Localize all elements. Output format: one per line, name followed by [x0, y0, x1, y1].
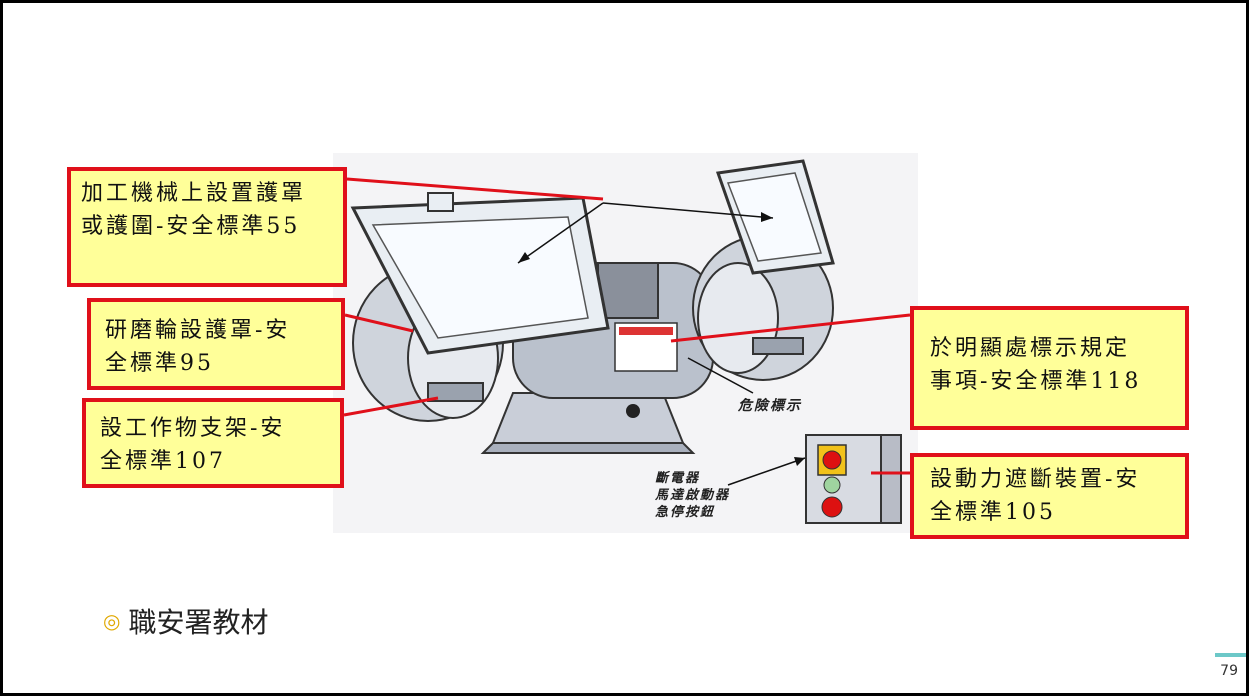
- left-shield-bracket: [427, 192, 454, 212]
- callout-power-cutoff-line-2: 全標準105: [930, 500, 1056, 525]
- callout-power-cutoff: 設動力遮斷裝置-安 全標準105: [910, 453, 1189, 539]
- callout-wheel-cover: 研磨輪設護罩-安 全標準95: [87, 298, 345, 390]
- right-wheel: [697, 262, 779, 374]
- switch-leader-arrowhead: [794, 457, 805, 466]
- right-work-rest: [752, 337, 804, 355]
- callout-guard: 加工機械上設置護罩 或護圍-安全標準55: [67, 167, 347, 287]
- callout-label-notice-line-1: 於明顯處標示規定: [930, 336, 1131, 361]
- source-text: 職安署教材: [128, 606, 269, 639]
- source-bullet: ◎ 職安署教材: [103, 601, 268, 641]
- callout-power-cutoff-line-1: 設動力遮斷裝置-安: [930, 467, 1141, 492]
- emergency-stop-label: 急停按鈕: [655, 505, 716, 520]
- switch-box-side: [880, 434, 902, 524]
- arrowhead-right-shield: [761, 212, 773, 222]
- danger-sign-label: 危險標示: [738, 398, 802, 414]
- left-shield-glass: [371, 216, 589, 339]
- motor-top: [597, 262, 659, 319]
- callout-label-notice: 於明顯處標示規定 事項-安全標準118: [910, 306, 1189, 430]
- grinder-base-foot: [480, 442, 696, 454]
- arrow-left-shield: [517, 202, 604, 264]
- right-shield-glass: [726, 172, 822, 262]
- callout-work-rest: 設工作物支架-安 全標準107: [82, 398, 344, 488]
- grinder-base: [491, 392, 685, 444]
- arrowhead-left-shield: [518, 252, 530, 263]
- callout-wheel-cover-line-1: 研磨輪設護罩-安: [105, 318, 291, 343]
- warning-label-header: [619, 327, 673, 335]
- page-number-accent-bar: [1215, 653, 1246, 657]
- callout-work-rest-line-1: 設工作物支架-安: [100, 416, 286, 441]
- bench-grinder-drawing: [333, 153, 918, 533]
- ring-bullet-icon: ◎: [103, 609, 121, 633]
- base-bolt: [626, 404, 640, 418]
- danger-sign-leader: [687, 357, 754, 394]
- switch-leader: [727, 457, 806, 486]
- start-button: [823, 476, 841, 494]
- breaker-label: 斷電器: [655, 471, 701, 486]
- switch-labels: 斷電器 馬達啟動器 急停按鈕: [655, 470, 730, 521]
- callout-wheel-cover-line-2: 全標準95: [105, 351, 214, 376]
- left-work-rest: [427, 382, 484, 402]
- callout-work-rest-line-2: 全標準107: [100, 449, 226, 474]
- motor-starter-label: 馬達啟動器: [655, 488, 731, 503]
- callout-guard-line-2: 或護圍-安全標準55: [81, 214, 301, 239]
- callout-label-notice-line-2: 事項-安全標準118: [930, 369, 1142, 394]
- arrow-right-shield: [602, 202, 774, 219]
- bench-grinder-illustration: [333, 153, 918, 533]
- page-number: 79: [1220, 663, 1238, 679]
- callout-guard-line-1: 加工機械上設置護罩: [81, 181, 307, 206]
- emergency-stop-button: [821, 496, 843, 518]
- breaker-knob: [822, 450, 842, 470]
